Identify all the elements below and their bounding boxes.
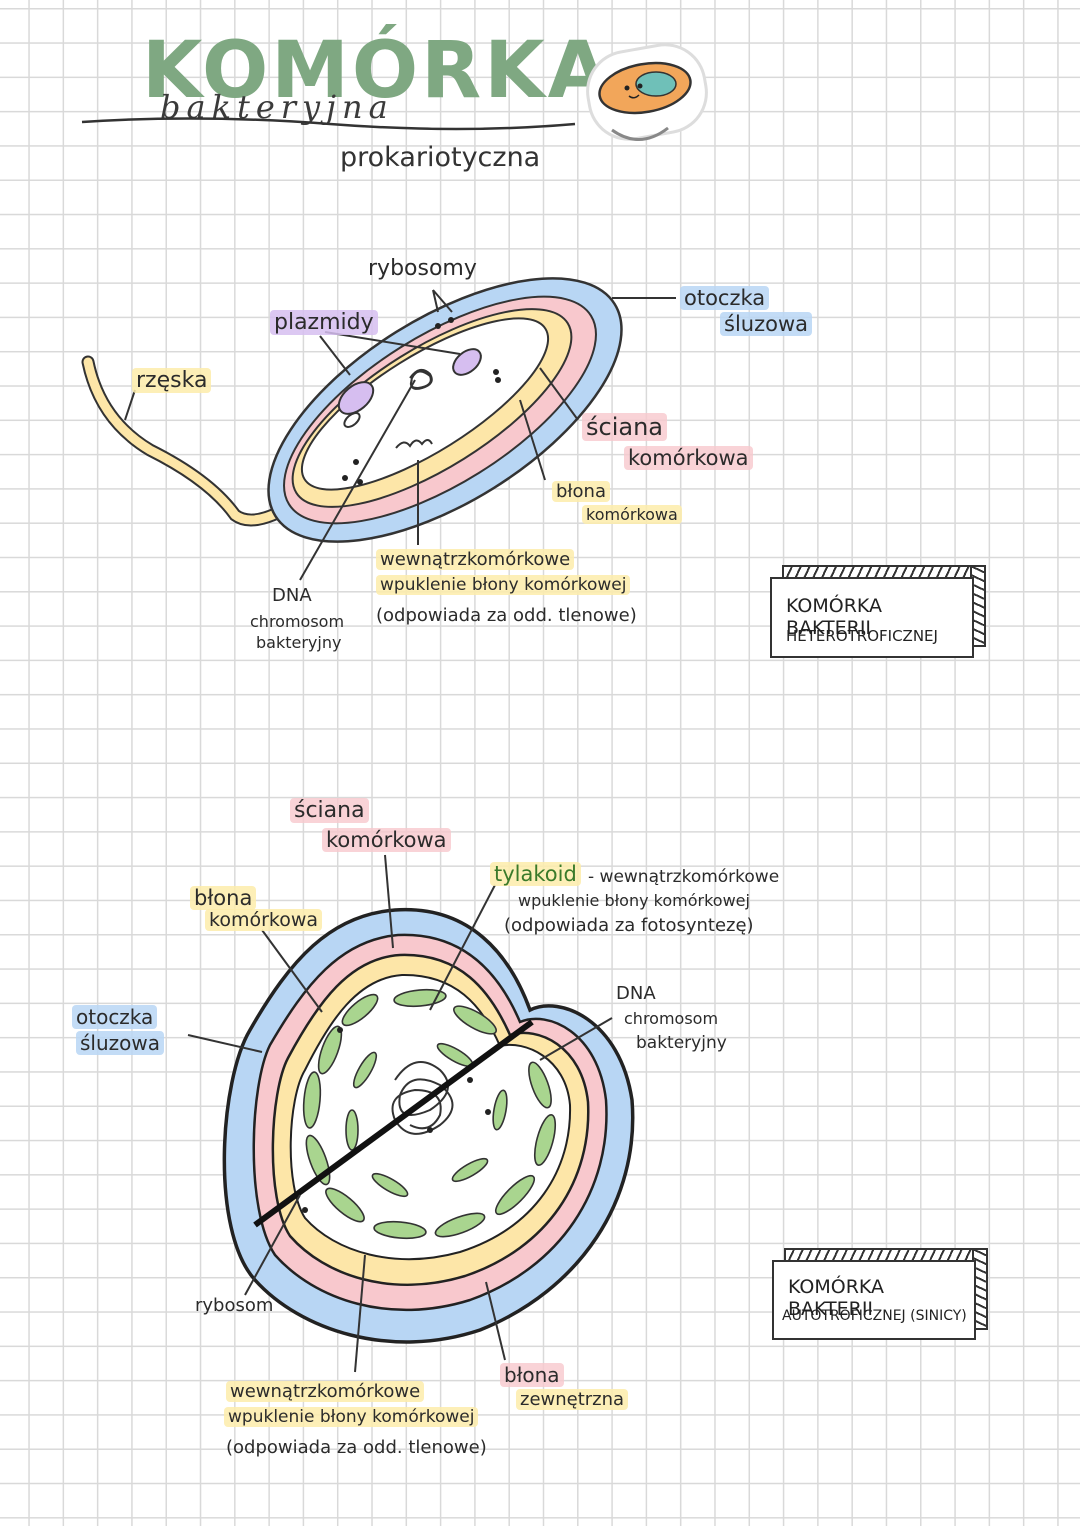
autotroph-caption-line2: AUTOTROFICZNEJ (SINICY)	[782, 1308, 967, 1324]
thylakoids	[302, 988, 557, 1240]
label-membrane-1: błona	[552, 481, 610, 502]
label-capsule-1: otoczka	[680, 286, 770, 310]
label-membrane-2: komórkowa	[582, 505, 682, 524]
dna-chromosome	[409, 368, 433, 390]
page-title: KOMÓRKA	[142, 26, 612, 116]
label2-thylakoid-desc-1: - wewnątrzkomórkowe	[588, 867, 780, 887]
autotroph-caption-line1: KOMÓRKA BAKTERII	[788, 1276, 885, 1320]
label-mesosome-3: (odpowiada za odd. tlenowe)	[376, 605, 637, 626]
label-ribosomes: rybosomy	[368, 256, 477, 281]
heterotroph-caption-line2: HETEROTROFICZNEJ	[786, 627, 938, 645]
label2-membrane-1: błona	[190, 886, 257, 910]
label2-mesosome-2: wpuklenie błony komórkowej	[224, 1407, 479, 1427]
autotrophic-bacterium	[187, 854, 635, 1373]
label-dna-1: DNA	[272, 585, 312, 606]
dna-chromosome	[391, 1061, 454, 1135]
heterotroph-caption-box: KOMÓRKA BAKTERII HETEROTROFICZNEJ	[770, 577, 974, 658]
label2-outer-membrane-1: błona	[500, 1363, 564, 1387]
label2-thylakoid: tylakoid	[490, 862, 581, 886]
page-subtitle-prokariotyczna: prokariotyczna	[340, 142, 541, 173]
cytoplasm	[300, 317, 550, 491]
autotroph-caption-box: KOMÓRKA BAKTERII AUTOTROFICZNEJ (SINICY)	[772, 1260, 976, 1340]
flagellum	[83, 357, 305, 525]
label2-cell-wall-1: ściana	[290, 798, 369, 823]
label2-ribosome: rybosom	[195, 1295, 274, 1316]
label2-capsule-1: otoczka	[72, 1005, 158, 1029]
label2-dna-1: DNA	[616, 983, 656, 1004]
label2-thylakoid-desc-3: (odpowiada za fotosyntezę)	[504, 915, 754, 936]
label2-mesosome-3: (odpowiada za odd. tlenowe)	[226, 1437, 487, 1458]
label2-dna-3: bakteryjny	[636, 1033, 727, 1053]
label2-mesosome-1: wewnątrzkomórkowe	[226, 1381, 425, 1402]
label2-membrane-2: komórkowa	[205, 909, 323, 931]
label-mesosome-1: wewnątrzkomórkowe	[376, 549, 575, 570]
label-dna-2: chromosom	[250, 612, 345, 631]
label2-capsule-2: śluzowa	[76, 1031, 164, 1055]
mesosome	[395, 439, 433, 449]
label-dna-3: bakteryjny	[256, 633, 342, 652]
label2-outer-membrane-2: zewnętrzna	[516, 1389, 629, 1410]
plasmid	[452, 348, 482, 376]
label-capsule-2: śluzowa	[720, 312, 812, 336]
label-cell-wall-2: komórkowa	[624, 446, 753, 470]
plasmid	[337, 381, 375, 415]
label-mesosome-2: wpuklenie błony komórkowej	[376, 575, 631, 595]
bacteria-sticker-icon	[586, 43, 708, 141]
label-cell-wall-1: ściana	[582, 413, 667, 441]
label2-dna-2: chromosom	[624, 1009, 719, 1028]
label2-thylakoid-desc-2: wpuklenie błony komórkowej	[518, 891, 750, 910]
label-plasmids: plazmidy	[270, 310, 378, 335]
plasmid	[343, 412, 361, 428]
heterotrophic-bacterium	[81, 277, 676, 581]
division-line	[253, 1019, 534, 1228]
label2-cell-wall-2: komórkowa	[322, 828, 451, 852]
title-underline	[81, 117, 576, 131]
heterotroph-caption-line1: KOMÓRKA BAKTERII	[786, 595, 883, 639]
label-flagellum: rzęska	[132, 368, 212, 393]
